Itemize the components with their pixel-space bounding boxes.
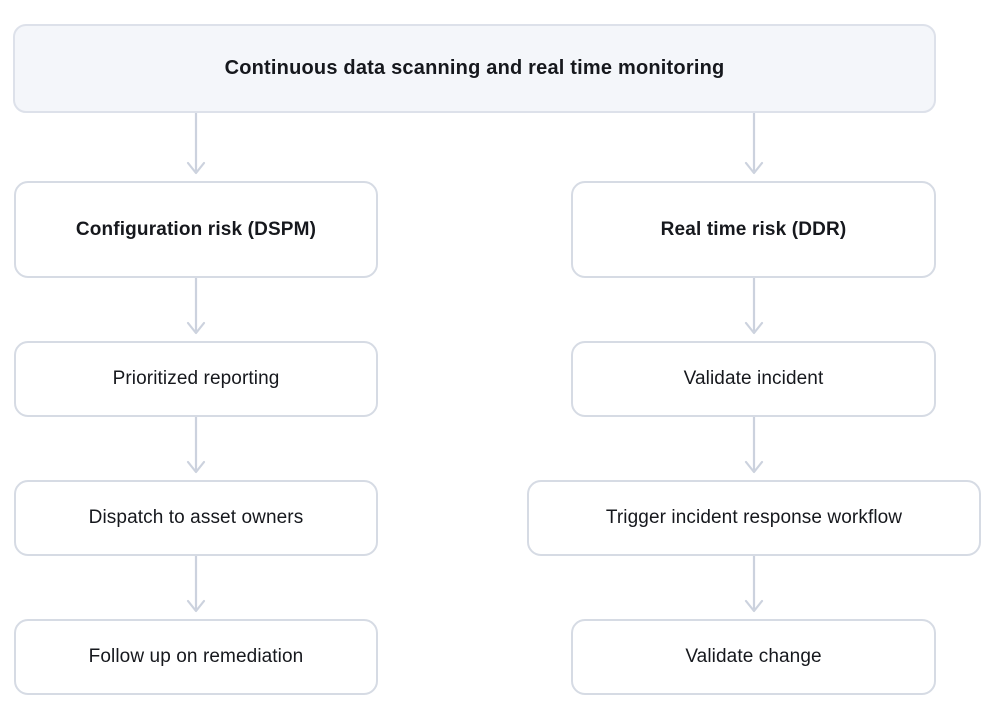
node-dispatch-to-asset-owners[interactable]: Dispatch to asset owners xyxy=(14,480,378,556)
node-header-continuous-monitoring[interactable]: Continuous data scanning and real time m… xyxy=(13,24,936,113)
node-validate-incident[interactable]: Validate incident xyxy=(571,341,936,417)
node-prioritized-reporting[interactable]: Prioritized reporting xyxy=(14,341,378,417)
connector-configuration-risk-to-prioritized-reporting xyxy=(183,278,209,341)
connector-validate-incident-to-trigger-workflow xyxy=(741,417,767,480)
connector-header-to-real-time-risk xyxy=(741,113,767,181)
node-validate-change[interactable]: Validate change xyxy=(571,619,936,695)
node-follow-up-on-remediation[interactable]: Follow up on remediation xyxy=(14,619,378,695)
connector-dispatch-to-follow-up xyxy=(183,556,209,619)
connector-trigger-workflow-to-validate-change xyxy=(741,556,767,619)
node-trigger-incident-response-workflow[interactable]: Trigger incident response workflow xyxy=(527,480,981,556)
connector-real-time-risk-to-validate-incident xyxy=(741,278,767,341)
node-configuration-risk-dspm[interactable]: Configuration risk (DSPM) xyxy=(14,181,378,278)
connector-header-to-configuration-risk xyxy=(183,113,209,181)
node-real-time-risk-ddr[interactable]: Real time risk (DDR) xyxy=(571,181,936,278)
connector-prioritized-reporting-to-dispatch xyxy=(183,417,209,480)
